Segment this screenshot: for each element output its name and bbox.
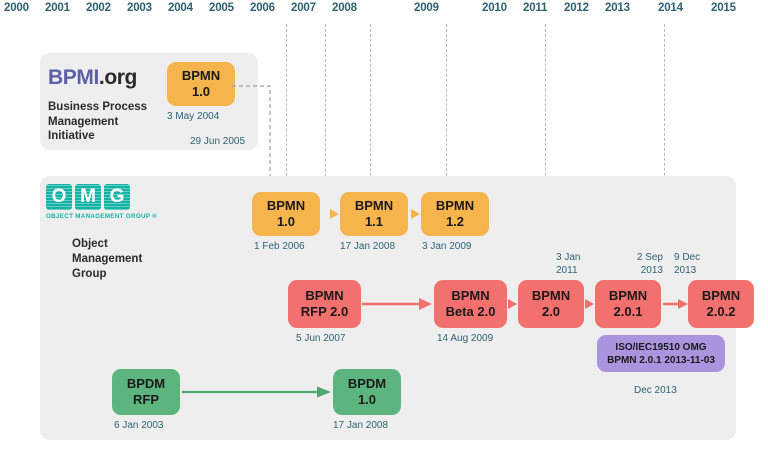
date-bpmn-1-0-bpmi: 3 May 2004 bbox=[167, 111, 220, 122]
node-label-line1: BPMN bbox=[181, 68, 221, 83]
omg-logo: O M G OBJECT MANAGEMENT GROUP ® bbox=[46, 184, 157, 220]
node-label-line2: RFP 2.0 bbox=[300, 304, 349, 319]
node-label-line1: BPMN bbox=[608, 288, 648, 303]
node-bpmn-2-0-2[interactable]: BPMN 2.0.2 bbox=[688, 280, 754, 328]
gridline-2006 bbox=[286, 24, 287, 206]
year-label-2005: 2005 bbox=[209, 2, 234, 14]
year-label-2002: 2002 bbox=[86, 2, 111, 14]
arrow-201-to-202 bbox=[663, 299, 688, 309]
year-label-2003: 2003 bbox=[127, 2, 152, 14]
node-label-line1: BPMN bbox=[451, 288, 490, 303]
node-bpmn-2-0[interactable]: BPMN 2.0 bbox=[518, 280, 584, 328]
year-label-2009: 2009 bbox=[414, 2, 439, 14]
gridline-2011 bbox=[545, 24, 546, 250]
node-label-line1: BPDM bbox=[347, 376, 387, 391]
year-label-2000: 2000 bbox=[4, 2, 29, 14]
year-label-2007: 2007 bbox=[291, 2, 316, 14]
node-label-line2: 2.0 bbox=[541, 304, 561, 319]
node-label-line2: 1.1 bbox=[364, 214, 384, 229]
year-label-2008: 2008 bbox=[332, 2, 357, 14]
bpmi-subtitle: Business Process Management Initiative bbox=[48, 101, 148, 142]
gridline-2008 bbox=[370, 24, 371, 206]
date-bpmn-1-1: 17 Jan 2008 bbox=[340, 241, 396, 252]
arrow-bpdm-rfp-to-bpdm-1-0 bbox=[182, 386, 331, 398]
node-bpmn-1-0[interactable]: BPMN 1.0 bbox=[252, 192, 320, 236]
node-label-line2: 1.0 bbox=[191, 84, 211, 99]
node-bpmn-1-2[interactable]: BPMN 1.2 bbox=[421, 192, 489, 236]
node-label-line1: BPMN bbox=[354, 198, 394, 213]
bpmi-logo-suffix: .org bbox=[98, 66, 137, 89]
arrow-20-to-201 bbox=[585, 299, 594, 309]
node-label-line2: 2.0.1 bbox=[613, 304, 643, 319]
node-label-line1: BPMN bbox=[701, 288, 741, 303]
year-label-2015: 2015 bbox=[711, 2, 736, 14]
node-label-line2: 1.0 bbox=[357, 392, 377, 407]
node-bpmn-2-0-1[interactable]: BPMN 2.0.1 bbox=[595, 280, 661, 328]
date-bpdm-rfp: 6 Jan 2003 bbox=[114, 420, 164, 431]
node-bpdm-1-0[interactable]: BPDM 1.0 bbox=[333, 369, 401, 415]
date-bpmn-2-0-1: 2 Sep 2013 bbox=[636, 252, 663, 276]
year-label-2006: 2006 bbox=[250, 2, 275, 14]
year-label-2004: 2004 bbox=[168, 2, 193, 14]
date-bpdm-1-0: 17 Jan 2008 bbox=[333, 420, 389, 431]
date-bpmn-2-0: 3 Jan 2011 bbox=[556, 252, 581, 276]
node-label-line2: 1.2 bbox=[445, 214, 465, 229]
node-bpmn-1-0-bpmi[interactable]: BPMN 1.0 bbox=[167, 62, 235, 106]
date-bpmn-rfp-2-0: 5 Jun 2007 bbox=[296, 333, 346, 344]
node-bpmn-beta-2-0[interactable]: BPMN Beta 2.0 bbox=[434, 280, 507, 328]
node-label-line2: BPMN 2.0.1 2013-11-03 bbox=[607, 354, 715, 366]
node-label-line1: BPMN bbox=[266, 198, 306, 213]
node-label-line2: Beta 2.0 bbox=[445, 304, 496, 319]
year-label-2010: 2010 bbox=[482, 2, 507, 14]
node-label-line1: ISO/IEC19510 OMG bbox=[615, 341, 707, 353]
arrow-bpmn11-to-bpmn12 bbox=[411, 209, 420, 219]
omg-name: Object Management Group bbox=[72, 238, 143, 280]
gridline-2013 bbox=[664, 24, 665, 250]
node-bpmn-1-1[interactable]: BPMN 1.1 bbox=[340, 192, 408, 236]
node-label-line1: BPMN bbox=[531, 288, 571, 303]
omg-logo-letter-g: G bbox=[104, 184, 130, 210]
year-label-2001: 2001 bbox=[45, 2, 70, 14]
node-label-line1: BPMN bbox=[435, 198, 475, 213]
date-bpmn-1-2: 3 Jan 2009 bbox=[422, 241, 472, 252]
gridline-2009 bbox=[446, 24, 447, 206]
year-label-2012: 2012 bbox=[564, 2, 589, 14]
arrow-beta20-to-20 bbox=[508, 299, 517, 309]
arrow-rfp20-to-beta20 bbox=[362, 298, 432, 310]
bpmi-logo-main: BPMI bbox=[48, 66, 99, 89]
omg-logo-letter-o: O bbox=[46, 184, 72, 210]
date-bpmn-beta-2-0: 14 Aug 2009 bbox=[437, 333, 494, 344]
date-bpmn-2-0-2: 9 Dec 2013 bbox=[674, 252, 701, 276]
node-iso-iec-19510[interactable]: ISO/IEC19510 OMG BPMN 2.0.1 2013-11-03 bbox=[597, 335, 725, 372]
gridline-2007 bbox=[325, 24, 326, 296]
node-bpmn-rfp-2-0[interactable]: BPMN RFP 2.0 bbox=[288, 280, 361, 328]
date-bpmi-handoff: 29 Jun 2005 bbox=[190, 136, 246, 147]
arrow-bpmn10-to-bpmn11 bbox=[330, 209, 339, 219]
omg-logo-letter-m: M bbox=[75, 184, 101, 210]
node-label-line1: BPMN bbox=[305, 288, 344, 303]
node-label-line2: RFP bbox=[133, 392, 159, 407]
node-label-line1: BPDM bbox=[126, 376, 166, 391]
year-label-2011: 2011 bbox=[523, 2, 548, 14]
date-bpmn-1-0: 1 Feb 2006 bbox=[254, 241, 305, 252]
node-bpdm-rfp[interactable]: BPDM RFP bbox=[112, 369, 180, 415]
year-label-2014: 2014 bbox=[658, 2, 683, 14]
node-label-line2: 1.0 bbox=[276, 214, 296, 229]
omg-logo-tagline: OBJECT MANAGEMENT GROUP ® bbox=[46, 213, 158, 220]
bpmi-logo: BPMI.org bbox=[48, 66, 137, 90]
year-label-2013: 2013 bbox=[605, 2, 630, 14]
date-iso-iec-19510: Dec 2013 bbox=[634, 385, 677, 396]
node-label-line2: 2.0.2 bbox=[706, 304, 736, 319]
